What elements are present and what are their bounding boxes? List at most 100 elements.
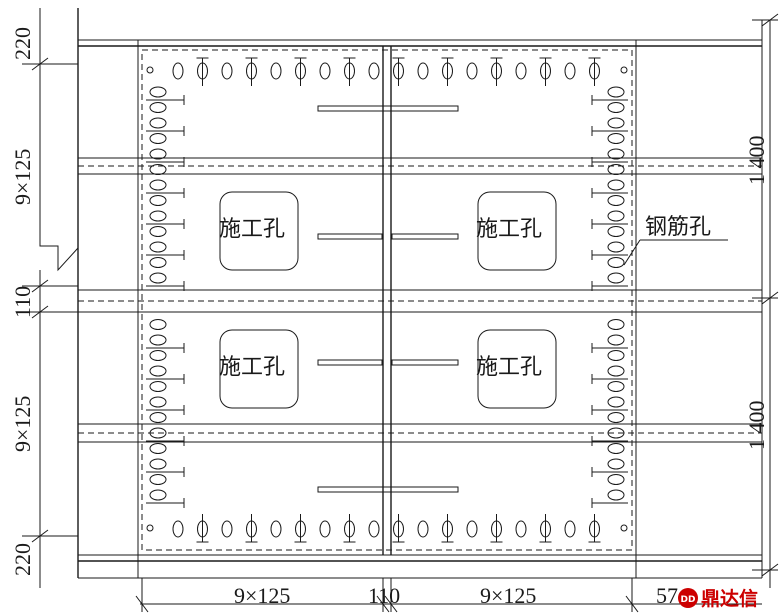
rebar-hole — [149, 257, 167, 268]
dim-bottom-1: 9×125 — [234, 583, 290, 608]
rebar-hole — [564, 62, 576, 80]
dim-bottom-3: 9×125 — [480, 583, 536, 608]
rebar-hole — [149, 319, 167, 330]
rebar-hole — [149, 412, 167, 423]
rebar-hole — [149, 210, 167, 222]
watermark-badge: DD — [681, 595, 696, 605]
rebar-hole — [417, 62, 429, 80]
watermark-text: 鼎达信 — [701, 587, 758, 610]
rebar-hole — [149, 164, 167, 175]
rebar-hole — [368, 62, 380, 80]
rebar-hole-pattern — [146, 57, 628, 543]
rebar-hole — [607, 443, 625, 454]
rebar-hole — [607, 412, 625, 423]
rebar-hole — [149, 133, 167, 144]
rebar-hole — [149, 148, 167, 160]
rebar-hole — [607, 427, 625, 439]
rebar-hole — [607, 102, 625, 113]
rebar-hole — [149, 427, 167, 439]
corner-bolt — [146, 66, 154, 74]
rebar-hole — [149, 365, 167, 377]
dim-left-1: 220 — [10, 27, 35, 60]
watermark: DD 鼎达信 — [678, 587, 758, 610]
rebar-hole — [607, 350, 625, 361]
right-dimension-chain: 1 400 1 400 — [744, 13, 779, 588]
rebar-hole — [149, 226, 167, 237]
rebar-hole — [149, 179, 167, 191]
rebar-hole — [607, 86, 625, 98]
rebar-hole — [368, 520, 380, 538]
rebar-hole — [607, 179, 625, 191]
dim-right-2: 1 400 — [744, 401, 769, 451]
rebar-hole — [149, 117, 167, 129]
rebar-hole — [149, 443, 167, 454]
dim-left-3: 110 — [10, 286, 35, 318]
construction-hole-bottom-right — [477, 329, 557, 409]
construction-hole-top-left — [219, 191, 299, 271]
rebar-hole — [607, 365, 625, 377]
dim-left-5: 220 — [10, 543, 35, 576]
rebar-hole — [149, 458, 167, 470]
ribs — [317, 105, 459, 493]
rebar-hole — [149, 489, 167, 501]
rebar-hole — [319, 62, 331, 80]
rebar-hole — [515, 520, 527, 538]
construction-hole-bottom-left — [219, 329, 299, 409]
rebar-hole — [270, 62, 282, 80]
rebar-hole — [466, 520, 478, 538]
rebar-hole — [149, 241, 167, 253]
rebar-hole — [607, 164, 625, 175]
rebar-hole — [221, 520, 233, 538]
rebar-hole — [607, 334, 625, 346]
rebar-hole — [607, 133, 625, 144]
rebar-hole — [607, 319, 625, 330]
dim-bottom-4: 57 — [656, 583, 678, 608]
left-dimension-chain: 220 9×125 110 9×125 220 — [10, 8, 79, 588]
rebar-hole — [607, 257, 625, 268]
construction-hole-label: 施工孔 — [219, 217, 285, 242]
construction-hole-label: 施工孔 — [476, 217, 542, 242]
rebar-hole — [221, 62, 233, 80]
rebar-hole — [607, 241, 625, 253]
rebar-hole — [149, 474, 167, 485]
rebar-hole — [607, 148, 625, 160]
rebar-hole — [466, 62, 478, 80]
rebar-hole — [149, 396, 167, 408]
rebar-hole — [607, 210, 625, 222]
rebar-hole — [607, 458, 625, 470]
watermark-badge-icon — [678, 588, 698, 608]
dim-left-4: 9×125 — [10, 396, 35, 452]
rebar-hole — [515, 62, 527, 80]
construction-hole-top-right — [477, 191, 557, 271]
rebar-hole — [149, 86, 167, 98]
rebar-hole — [149, 334, 167, 346]
rebar-hole — [270, 520, 282, 538]
dim-left-2: 9×125 — [10, 149, 35, 205]
construction-holes: 施工孔 施工孔 施工孔 施工孔 — [219, 191, 557, 409]
corner-bolt — [620, 524, 628, 532]
rebar-hole — [149, 381, 167, 392]
dim-bottom-2: 110 — [368, 583, 400, 608]
rebar-hole — [564, 520, 576, 538]
rebar-hole — [149, 350, 167, 361]
rebar-hole — [172, 62, 184, 80]
rebar-hole — [607, 381, 625, 392]
bottom-dimension-chain: 9×125 110 9×125 57 — [135, 578, 762, 613]
rebar-hole — [607, 272, 625, 284]
rebar-hole — [172, 520, 184, 538]
rebar-hole — [149, 102, 167, 113]
rebar-hole — [607, 489, 625, 501]
corner-bolt — [620, 66, 628, 74]
rebar-hole — [607, 195, 625, 206]
dashed-outline — [78, 49, 762, 551]
rebar-hole — [607, 474, 625, 485]
rebar-hole — [607, 226, 625, 237]
rebar-hole-callout: 钢筋孔 — [623, 215, 728, 266]
corner-bolt — [146, 524, 154, 532]
rebar-hole — [417, 520, 429, 538]
dim-right-1: 1 400 — [744, 136, 769, 186]
rebar-hole — [607, 396, 625, 408]
rebar-hole — [149, 195, 167, 206]
rebar-hole — [149, 272, 167, 284]
